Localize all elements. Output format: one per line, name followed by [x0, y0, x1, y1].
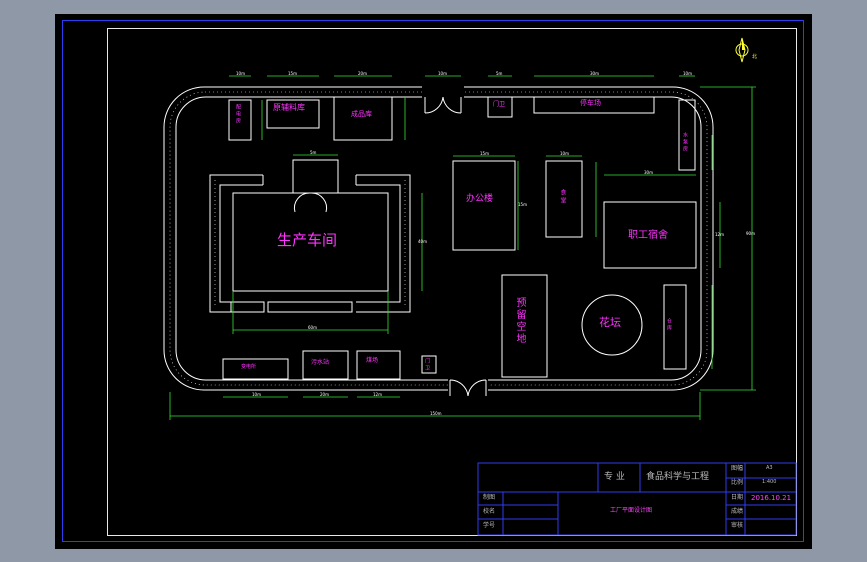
dim-3: 20m	[358, 71, 367, 76]
dim-14: 30m	[644, 170, 653, 175]
dim-15: 40m	[418, 239, 427, 244]
dim-7: 10m	[683, 71, 692, 76]
power-room-label: 配电房	[235, 104, 241, 125]
right-utility-label: 水泵房	[682, 132, 688, 153]
dim-13: 10m	[560, 151, 569, 156]
flower-bed-label: 花坛	[599, 316, 621, 329]
office-building	[452, 160, 516, 251]
product-store	[333, 96, 393, 141]
bottom-gate	[449, 379, 487, 397]
production-hall-door	[292, 159, 339, 213]
dormitory	[603, 201, 697, 269]
production-enclosure	[209, 174, 411, 313]
sewage-station-label: 污水站	[311, 359, 330, 366]
tb-id-label: 学号	[483, 522, 496, 529]
raw-material-store	[266, 99, 320, 129]
tb-drawing-title: 工厂平面设计图	[610, 507, 653, 514]
reserved-land-label: 预留空地	[514, 297, 525, 345]
dimension-lines	[169, 75, 756, 420]
dim-11: 12m	[373, 392, 382, 397]
right-utility	[678, 99, 696, 171]
dormitory-label: 职工宿舍	[628, 230, 668, 241]
drawing-border-outer	[62, 20, 804, 542]
tb-sheet-value: A3	[766, 465, 773, 471]
boiler-room	[356, 350, 401, 380]
top-gate	[424, 96, 462, 114]
tb-scale-label: 比例	[731, 479, 744, 486]
dim-2: 15m	[288, 71, 297, 76]
tb-date-label: 日期	[731, 494, 744, 501]
dim-9: 10m	[252, 392, 261, 397]
dim-17: 12m	[715, 232, 724, 237]
bottom-left-label: 变电所	[241, 364, 257, 370]
dim-overall-width: 150m	[430, 411, 442, 416]
gate-bottom-label: 门卫	[424, 358, 430, 372]
tb-drawn-label: 制图	[483, 494, 496, 501]
office-label: 办公楼	[466, 194, 494, 204]
parking-lot	[533, 96, 655, 114]
dim-4: 10m	[438, 71, 447, 76]
gate-house-top	[487, 96, 513, 118]
dim-16: 15m	[518, 202, 527, 207]
right-storage-label: 仓库	[666, 318, 672, 332]
gate-top-label: 门卫	[493, 101, 506, 108]
production-hall-label: 生产车间	[277, 231, 338, 249]
tb-scale-value: 1:400	[762, 479, 777, 485]
boiler-room-label: 煤场	[366, 357, 379, 364]
canteen	[545, 160, 583, 238]
north-label: 北	[752, 54, 758, 60]
raw-material-store-label: 原辅料库	[273, 103, 305, 112]
parking-label: 停车场	[580, 99, 601, 107]
tb-school-label: 校名	[483, 508, 496, 515]
tb-major-label: 专 业	[604, 472, 625, 482]
dim-10: 20m	[320, 392, 329, 397]
canteen-label: 食堂	[559, 189, 566, 205]
drawing-border-inner	[107, 28, 797, 536]
bottom-left-building	[222, 358, 289, 380]
product-store-label: 成品库	[351, 110, 372, 118]
title-block-grid	[477, 462, 797, 536]
right-storage	[663, 284, 687, 370]
sewage-station	[302, 350, 349, 380]
dim-18: 5m	[310, 150, 317, 155]
gate-house-bottom	[421, 355, 437, 374]
power-room	[228, 99, 252, 141]
tb-review-label: 审核	[731, 522, 744, 529]
reserved-land	[501, 274, 548, 378]
tb-date-value: 2016.10.21	[751, 494, 792, 502]
dim-5: 5m	[496, 71, 503, 76]
tb-grade-label: 成绩	[731, 508, 744, 515]
flower-bed-shape	[581, 294, 643, 356]
cad-drawing-area	[55, 14, 812, 549]
dim-6: 30m	[590, 71, 599, 76]
tb-major-value: 食品科学与工程	[646, 472, 710, 482]
dim-overall-height: 90m	[746, 231, 755, 236]
tb-sheet-label: 图幅	[731, 465, 744, 472]
north-arrow-icon	[735, 37, 749, 63]
dim-12: 15m	[480, 151, 489, 156]
dim-1: 10m	[236, 71, 245, 76]
dim-8: 60m	[308, 325, 317, 330]
